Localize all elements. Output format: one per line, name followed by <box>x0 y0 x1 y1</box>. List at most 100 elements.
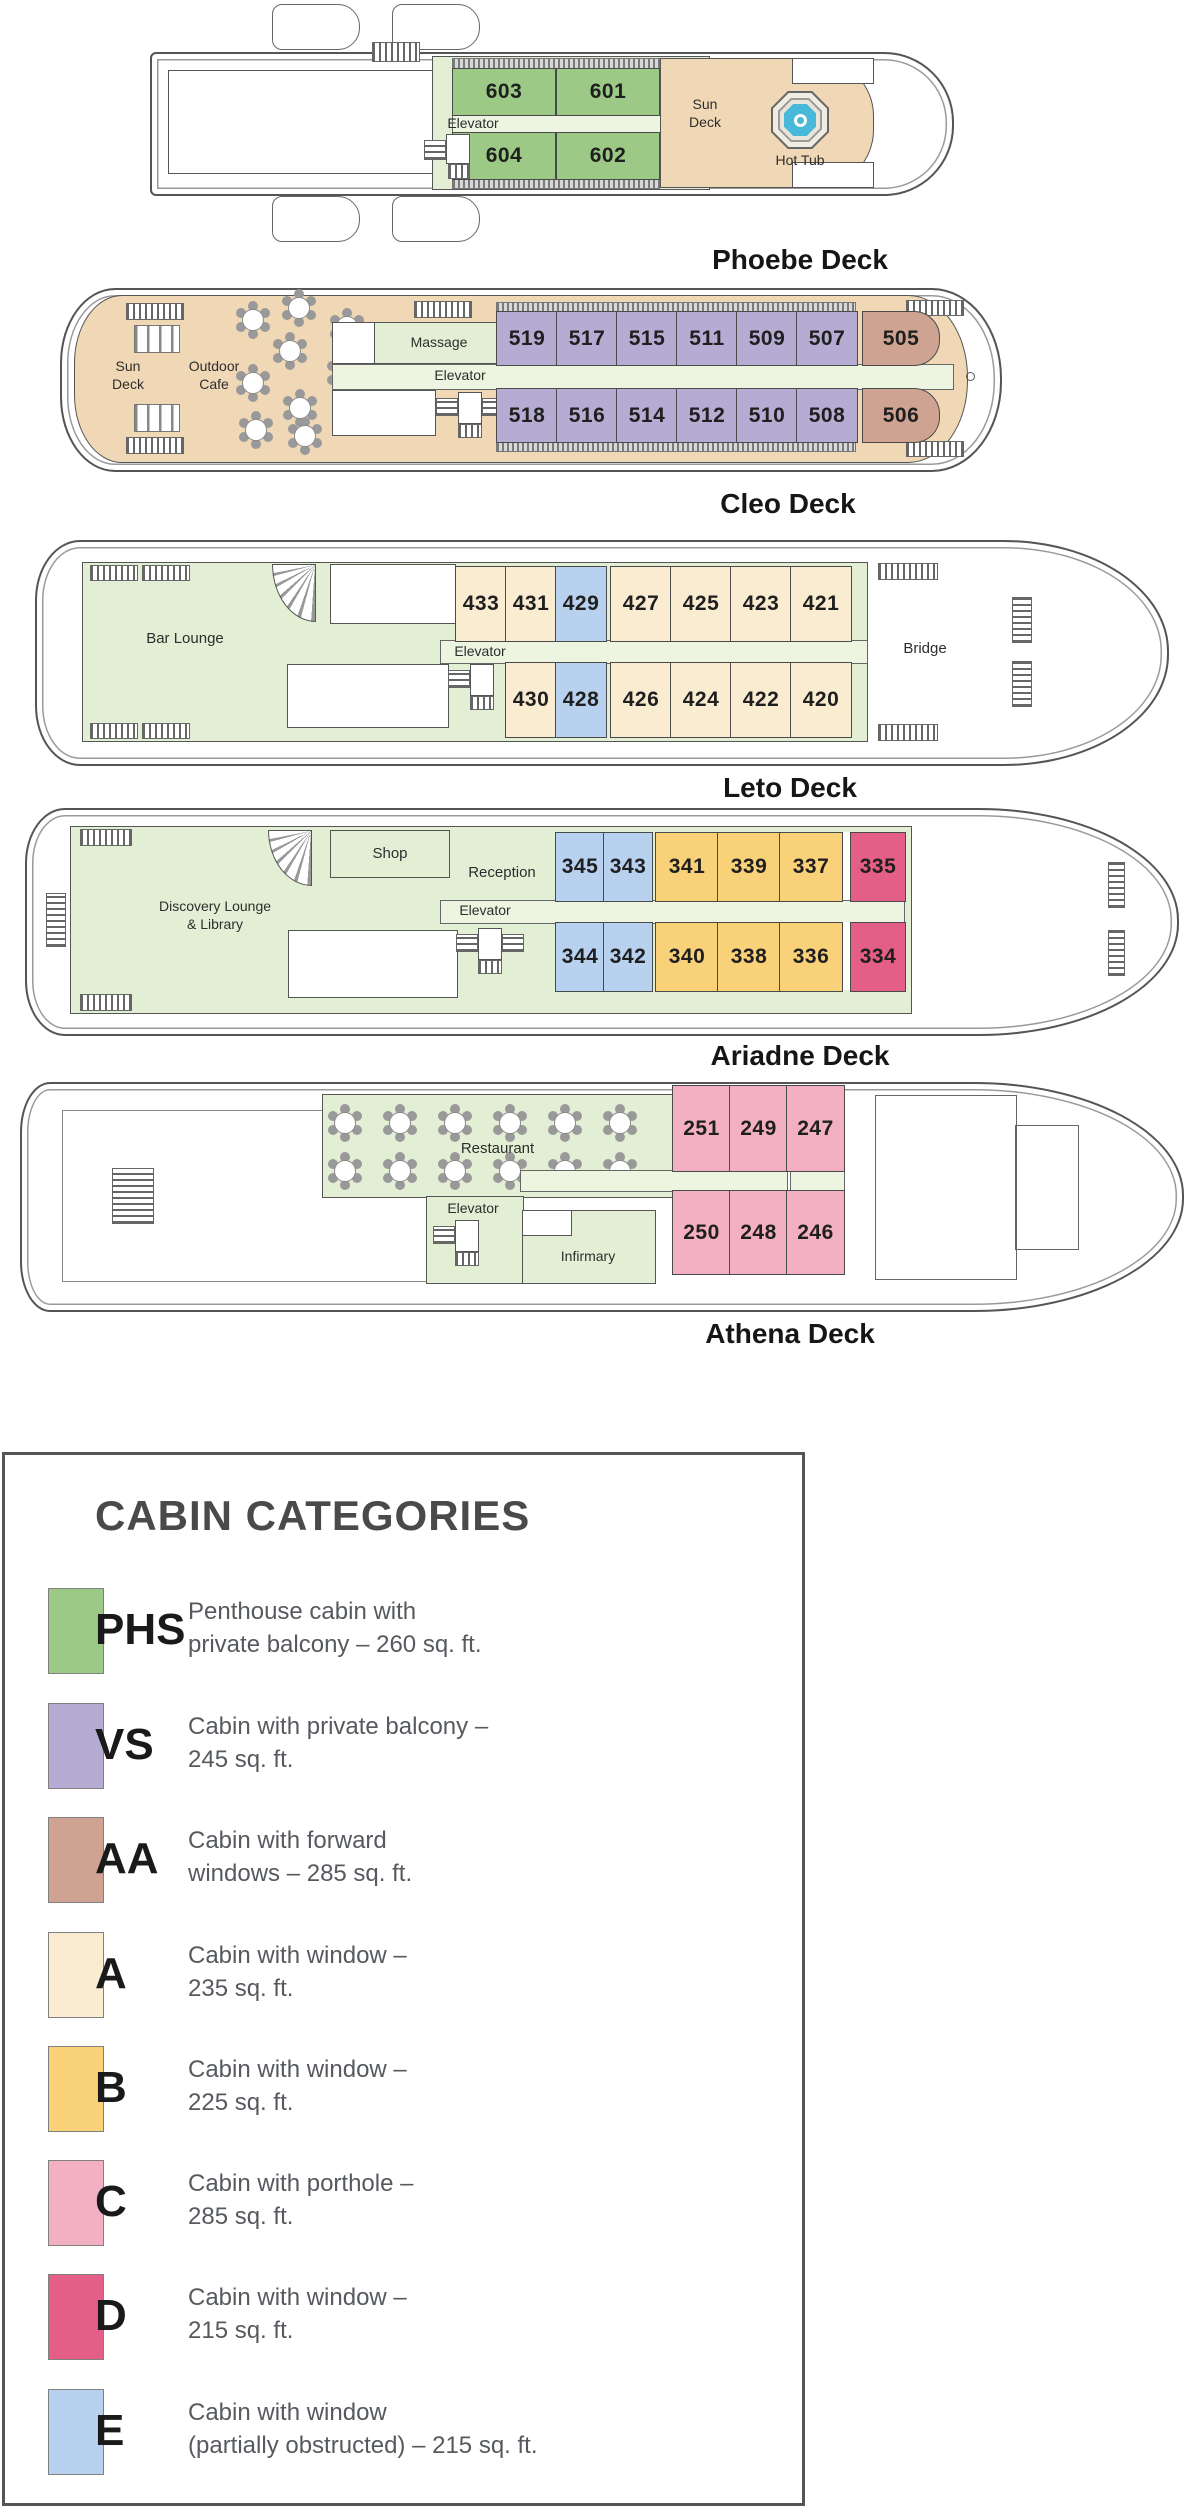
stairs-icon <box>470 696 494 710</box>
sun-deck-label: Sun Deck <box>112 358 144 392</box>
lounge-chairs <box>134 325 180 353</box>
cabin-506: 506 <box>862 388 940 443</box>
stairs-icon <box>448 670 470 688</box>
restaurant-table <box>389 1160 411 1182</box>
cabin-507: 507 <box>796 311 858 366</box>
cabin-249: 249 <box>729 1085 788 1172</box>
elevator-label: Elevator <box>447 1200 499 1216</box>
cabin-509: 509 <box>736 311 798 366</box>
elevator-icon <box>478 928 502 960</box>
cafe-table <box>294 425 316 447</box>
swatch-phs <box>48 1588 104 1674</box>
elevator-icon <box>470 664 494 696</box>
cabin-341: 341 <box>655 832 719 902</box>
legend-title: CABIN CATEGORIES <box>95 1492 531 1539</box>
cabin-420: 420 <box>790 662 852 738</box>
cabin-wall-gap <box>843 922 850 990</box>
cafe-table <box>279 340 301 362</box>
cafe-table <box>288 297 310 319</box>
legend-desc-aa: Cabin with forward windows – 285 sq. ft. <box>188 1827 413 1887</box>
service-room <box>287 664 449 728</box>
stairs-icon <box>448 164 470 179</box>
bow-ladder <box>1012 661 1032 707</box>
massage-room: Massage <box>374 322 504 364</box>
cabin-247: 247 <box>786 1085 845 1172</box>
room-notch <box>522 1210 572 1236</box>
stairs-icon <box>433 1226 455 1244</box>
legend-code-phs: PHS <box>95 1605 186 1654</box>
cabin-518: 518 <box>496 388 558 443</box>
elevator-label: Elevator <box>434 367 486 383</box>
legend-desc-d: Cabin with window – 215 sq. ft. <box>188 2284 407 2344</box>
deck-name-ariadne: Ariadne Deck <box>710 1040 890 1071</box>
cabin-339: 339 <box>717 832 781 902</box>
cabin-510: 510 <box>736 388 798 443</box>
stairs-icon <box>458 424 482 438</box>
cabin-wall-gap <box>843 832 850 900</box>
restaurant-label: Restaurant <box>460 1140 535 1157</box>
swatch-d <box>48 2274 104 2360</box>
cabin-424: 424 <box>670 662 732 738</box>
cabin-340: 340 <box>655 922 719 992</box>
legend-code-vs: VS <box>95 1720 154 1769</box>
hot-tub-jet <box>794 114 807 127</box>
open-deck-area <box>168 70 442 174</box>
legend-desc-a: Cabin with window – 235 sq. ft. <box>188 1942 407 2002</box>
railing-hatch <box>142 723 190 739</box>
railing-hatch <box>906 441 964 457</box>
cabin-428: 428 <box>555 662 607 738</box>
sun-deck-label: Sun Deck <box>689 96 721 130</box>
legend-code-d: D <box>95 2291 127 2340</box>
legend-desc-phs: Penthouse cabin with private balcony – 2… <box>188 1598 482 1658</box>
deck-notch <box>792 58 874 84</box>
cabin-345: 345 <box>555 832 605 902</box>
swatch-e <box>48 2389 104 2475</box>
hot-tub-label: Hot Tub <box>775 152 825 168</box>
restaurant-table <box>334 1160 356 1182</box>
railing-hatch <box>80 829 132 846</box>
cabin-505: 505 <box>862 311 940 366</box>
lounge-chairs <box>134 404 180 432</box>
infirmary-room <box>522 1210 656 1284</box>
elevator-label: Elevator <box>454 643 506 659</box>
elevator-icon <box>455 1220 479 1252</box>
railing-hatch <box>90 723 138 739</box>
restaurant-table <box>444 1160 466 1182</box>
service-room <box>332 322 376 364</box>
bow-platform-step <box>1015 1125 1079 1250</box>
cabin-251: 251 <box>672 1085 731 1172</box>
cafe-table <box>245 419 267 441</box>
railing-hatch <box>80 994 132 1011</box>
cabin-250: 250 <box>672 1190 731 1275</box>
cabin-431: 431 <box>505 566 557 642</box>
bow-ladder <box>1012 597 1032 643</box>
cabin-427: 427 <box>610 566 672 642</box>
legend-code-b: B <box>95 2063 127 2112</box>
cabin-430: 430 <box>505 662 557 738</box>
bow-platform <box>875 1095 1017 1280</box>
cabin-519: 519 <box>496 311 558 366</box>
side-ladder <box>112 1168 154 1224</box>
stairs-icon <box>436 398 458 416</box>
legend-code-a: A <box>95 1949 127 1998</box>
cabin-515: 515 <box>616 311 678 366</box>
elevator-icon <box>446 134 470 164</box>
legend-box <box>2 1452 805 2506</box>
cabin-601: 601 <box>556 68 660 116</box>
legend-desc-b: Cabin with window – 225 sq. ft. <box>188 2056 407 2116</box>
restaurant-table <box>334 1112 356 1134</box>
stairs-icon <box>502 934 524 952</box>
cafe-table <box>242 372 264 394</box>
lifeboat <box>272 196 360 242</box>
deck-notch <box>792 162 874 188</box>
cabin-512: 512 <box>676 388 738 443</box>
bow-ladder <box>1108 862 1125 908</box>
service-room <box>288 930 458 998</box>
cabin-334: 334 <box>850 922 906 992</box>
cabin-335: 335 <box>850 832 906 902</box>
deck-name-phoebe: Phoebe Deck <box>712 244 888 275</box>
legend-desc-e: Cabin with window (partially obstructed)… <box>188 2399 538 2459</box>
legend-code-aa: AA <box>95 1834 159 1883</box>
cabin-511: 511 <box>676 311 738 366</box>
stairs-icon <box>478 960 502 974</box>
